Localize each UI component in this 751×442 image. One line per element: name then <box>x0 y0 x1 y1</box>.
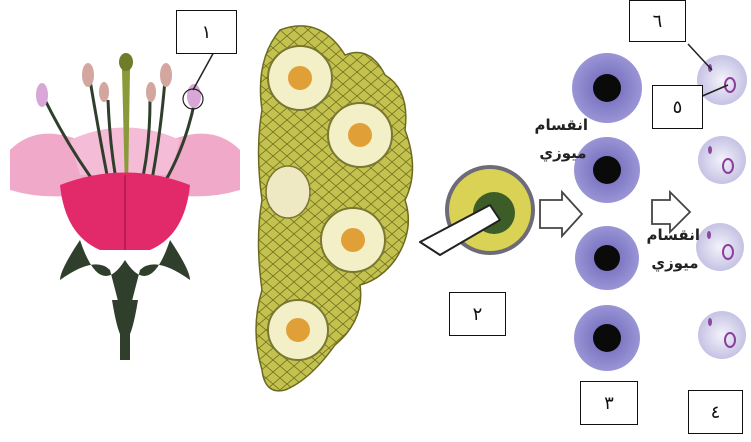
hollow-arrow-1 <box>540 192 582 236</box>
pollen-sac-4 <box>268 300 328 360</box>
label-box-1: ١ <box>176 10 237 54</box>
label-box-3: ٣ <box>580 381 638 425</box>
meiosis-label-1-line2: ميوزي <box>538 146 588 162</box>
label-box-5: ٥ <box>652 85 703 129</box>
meiosis-cells <box>572 53 642 371</box>
pollen-sac-3 <box>321 208 385 272</box>
label-box-4: ٤ <box>688 390 743 434</box>
meiosis-label-2: انقسام ميوزي <box>650 228 700 272</box>
flower <box>10 53 240 360</box>
meiosis-label-2-line1: انقسام <box>650 228 700 244</box>
label-6-pointer <box>688 44 712 70</box>
meiosis-label-2-line2: ميوزي <box>650 256 700 272</box>
pollen-sac-1 <box>268 46 332 110</box>
anther-cross-section <box>256 26 413 391</box>
vascular-bundle <box>266 166 310 218</box>
pollen-grains <box>696 55 747 359</box>
meiosis-label-1-line1: انقسام <box>538 118 588 134</box>
pollen-sac-2 <box>328 103 392 167</box>
anthers <box>36 63 201 108</box>
pollen-grain-3 <box>696 223 744 271</box>
meiosis-label-1: انقسام ميوزي <box>538 118 588 162</box>
label-box-6: ٦ <box>629 0 686 42</box>
pollen-grain-2 <box>698 136 746 184</box>
label-1-pointer <box>193 50 215 90</box>
pollen-grain-4 <box>698 311 746 359</box>
label-box-2: ٢ <box>449 292 506 336</box>
